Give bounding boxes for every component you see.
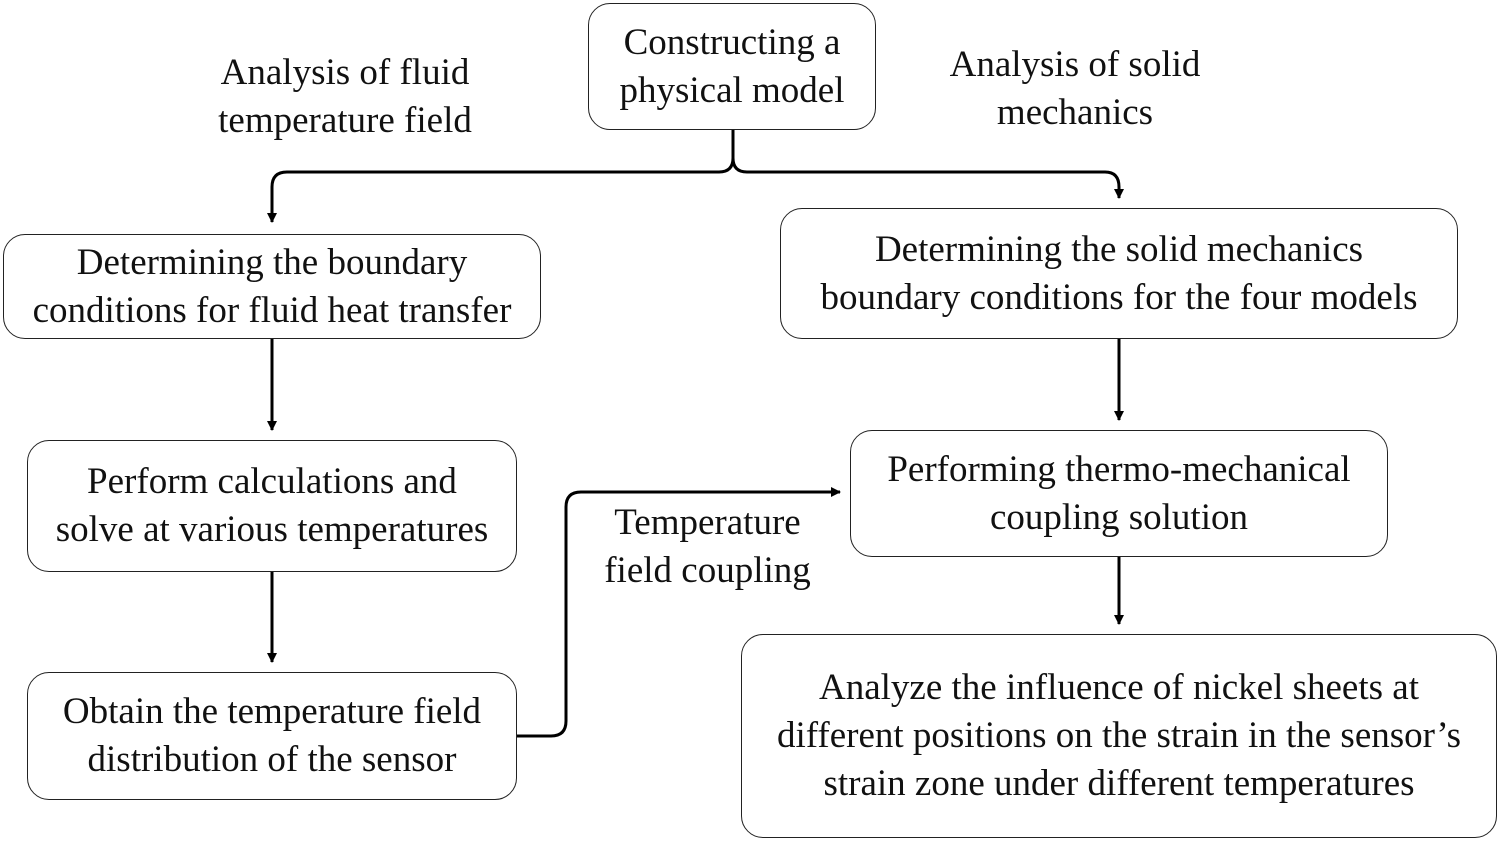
coupling-link-label: Temperature field coupling <box>604 502 811 591</box>
node-fluid-boundary-conditions: Determining the boundary conditions for … <box>3 234 541 339</box>
solid-branch-label: Analysis of solid mechanics <box>949 44 1201 133</box>
arrow-temperature-field-coupling <box>517 487 841 738</box>
node-analyze-nickel-sheets: Analyze the influence of nickel sheets a… <box>741 634 1497 838</box>
node-solid-boundary-conditions: Determining the solid mechanics boundary… <box>780 208 1458 339</box>
node-temperature-field-distribution: Obtain the temperature field distributio… <box>27 672 517 800</box>
node-thermo-mechanical-coupling: Performing thermo-mechanical coupling so… <box>850 430 1388 557</box>
fluid-branch-label: Analysis of fluid temperature field <box>218 52 472 141</box>
node-perform-calculations: Perform calculations and solve at variou… <box>27 440 517 572</box>
node-constructing-physical-model: Constructing a physical model <box>588 3 876 130</box>
brace-right-connector <box>731 157 1124 199</box>
